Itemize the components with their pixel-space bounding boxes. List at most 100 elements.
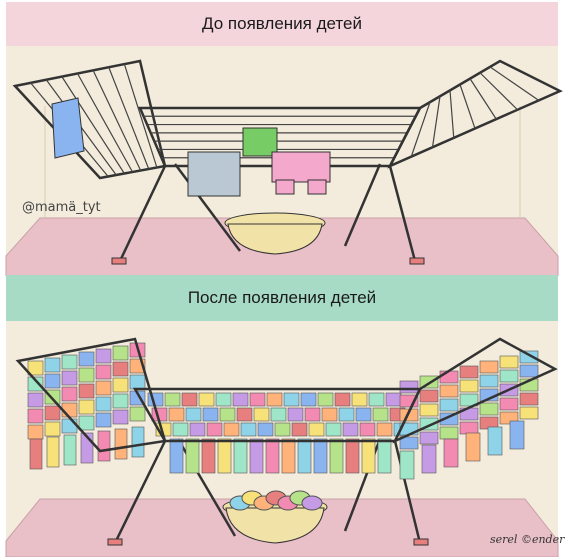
laundry-item [283, 392, 300, 407]
laundry-item [201, 438, 216, 474]
laundry-item [131, 426, 145, 458]
laundry-item [399, 450, 415, 480]
laundry-item [479, 374, 499, 388]
before-children-caption-banner: До появления детей [6, 2, 558, 46]
rack-right-wing [392, 337, 558, 444]
laundry-item [281, 438, 296, 474]
laundry-item [499, 369, 519, 383]
laundry-item [112, 409, 129, 425]
laundry-item [169, 438, 184, 474]
laundry-item [351, 392, 368, 407]
rack-foot-right [413, 538, 429, 546]
laundry-item [304, 407, 321, 422]
rack-bar [76, 73, 134, 173]
laundry-item [27, 408, 44, 424]
laundry-item [459, 379, 479, 393]
laundry-item [44, 357, 61, 373]
laundry-item [233, 438, 248, 474]
laundry-item [519, 392, 539, 406]
laundry-item [509, 420, 525, 450]
laundry-item [334, 392, 351, 407]
rack-bar [123, 63, 158, 168]
laundry-item [419, 431, 439, 445]
rack-bar [459, 84, 476, 129]
laundry-item [61, 418, 78, 434]
laundry-item [519, 364, 539, 378]
rack-bar [469, 78, 497, 120]
laundry-item [172, 422, 189, 437]
after-children-caption-banner: После появления детей [6, 275, 558, 321]
laundry-item [95, 380, 112, 396]
laundry-item [317, 392, 334, 407]
laundry-basket [227, 223, 323, 255]
laundry-item [499, 397, 519, 411]
basket-laundry-item [301, 495, 323, 511]
watermark-text: @mamä_tyt [22, 200, 101, 215]
rack-bar [479, 72, 518, 111]
laundry-item [359, 422, 376, 437]
laundry-item [78, 383, 95, 399]
laundry-item [274, 422, 291, 437]
laundry-item [78, 415, 95, 431]
laundry-item [129, 374, 146, 390]
laundry-item [329, 438, 344, 474]
rack-foot-right [409, 257, 425, 265]
rack-bar [61, 76, 125, 174]
laundry-item [240, 422, 257, 437]
laundry-item [63, 434, 77, 466]
laundry-item [114, 428, 128, 460]
laundry-item [419, 403, 439, 417]
laundry-item [198, 392, 215, 407]
laundry-item [112, 393, 129, 409]
laundry-item [112, 377, 129, 393]
laundry-item [355, 407, 372, 422]
laundry-item [189, 422, 206, 437]
laundry-item [97, 430, 111, 462]
laundry-item [439, 370, 459, 384]
laundry-item [459, 393, 479, 407]
laundry-item [372, 407, 389, 422]
laundry-item [78, 351, 95, 367]
laundry-item [95, 396, 112, 412]
laundry-item [202, 407, 219, 422]
laundry-item [44, 405, 61, 421]
laundry-item [232, 392, 249, 407]
laundry-item [46, 436, 60, 468]
rack-bar [489, 66, 540, 101]
rack-foot-left [107, 538, 123, 546]
laundry-item [308, 422, 325, 437]
laundry-item [181, 392, 198, 407]
laundry-item [27, 360, 44, 376]
laundry-item [459, 421, 479, 435]
laundry-item [361, 438, 376, 474]
laundry-item [421, 444, 437, 474]
laundry-item [338, 407, 355, 422]
laundry-item [168, 407, 185, 422]
laundry-item [439, 384, 459, 398]
after-children-caption: После появления детей [187, 288, 377, 307]
laundry-item [459, 365, 479, 379]
rack-center-bars [143, 115, 416, 159]
blue-towel [51, 97, 85, 159]
laundry-item [265, 438, 280, 474]
artist-signature: serel ©ender [490, 533, 565, 546]
laundry-item [253, 407, 270, 422]
laundry-item [443, 438, 459, 468]
laundry-item [266, 392, 283, 407]
rack-bar [92, 70, 142, 171]
rack-bar [449, 90, 455, 138]
laundry-item [44, 421, 61, 437]
rack-bar [108, 67, 150, 170]
laundry-item [29, 438, 43, 470]
laundry-item [519, 406, 539, 420]
laundry-item [465, 432, 481, 462]
laundry-item [223, 422, 240, 437]
grey-shirt [187, 151, 241, 197]
green-cloth [242, 127, 278, 157]
laundry-item [342, 422, 359, 437]
pink-shorts-leg-2 [307, 179, 327, 195]
laundry-item [300, 392, 317, 407]
laundry-item [291, 422, 308, 437]
laundry-item [257, 422, 274, 437]
laundry-item [95, 412, 112, 428]
